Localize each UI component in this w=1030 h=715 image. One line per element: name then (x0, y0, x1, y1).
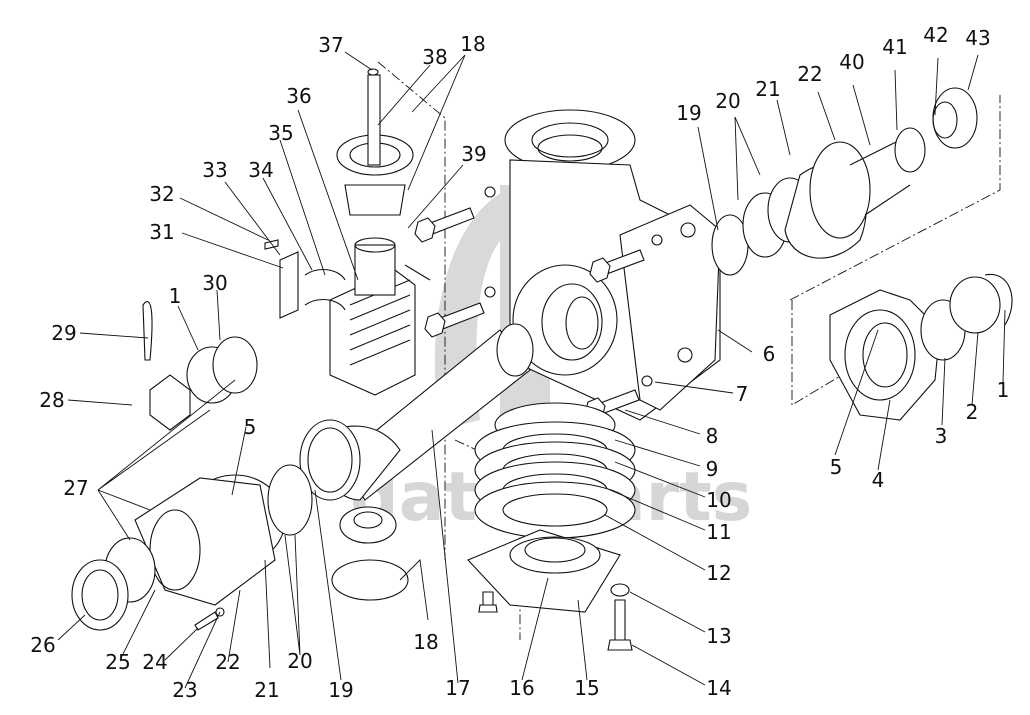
part-label-6: 6 (762, 342, 776, 366)
part-label-37: 37 (318, 33, 344, 57)
part-label-36: 36 (286, 84, 312, 108)
part-label-23: 23 (172, 678, 198, 702)
part-label-11: 11 (706, 520, 732, 544)
bracket-parts (264, 239, 346, 319)
part-label-19: 19 (328, 678, 354, 702)
part-label-40: 40 (839, 50, 865, 74)
part-label-15: 15 (574, 676, 600, 700)
part-label-16: 16 (509, 676, 535, 700)
part-label-9: 9 (705, 457, 719, 481)
part-label-43: 43 (965, 26, 991, 50)
part-label-29: 29 (51, 321, 77, 345)
part-label-18: 18 (460, 32, 486, 56)
leader-lines (57, 51, 1006, 689)
part-label-21: 21 (755, 77, 781, 101)
part-label-34: 34 (248, 158, 274, 182)
part-label-38: 38 (422, 45, 448, 69)
left-bearing-cluster (71, 301, 409, 631)
part-label-30: 30 (202, 271, 228, 295)
part-label-19: 19 (676, 101, 702, 125)
part-label-25: 25 (105, 650, 131, 674)
part-label-1: 1 (996, 378, 1010, 402)
bottom-gaskets (467, 402, 636, 651)
part-label-20: 20 (287, 649, 313, 673)
right-cover-assembly (829, 273, 1013, 421)
part-label-5: 5 (829, 455, 843, 479)
part-label-13: 13 (706, 624, 732, 648)
part-label-26: 26 (30, 633, 56, 657)
part-label-35: 35 (268, 121, 294, 145)
part-label-1: 1 (168, 284, 182, 308)
part-label-32: 32 (149, 182, 175, 206)
part-label-18: 18 (413, 630, 439, 654)
part-label-33: 33 (202, 158, 228, 182)
part-label-20: 20 (715, 89, 741, 113)
part-label-22: 22 (215, 650, 241, 674)
part-label-28: 28 (39, 388, 65, 412)
part-label-4: 4 (871, 468, 885, 492)
part-label-10: 10 (706, 488, 732, 512)
part-label-8: 8 (705, 424, 719, 448)
gearbox-housing (484, 109, 721, 421)
part-label-3: 3 (934, 424, 948, 448)
left-shaft (299, 323, 534, 501)
part-label-31: 31 (149, 220, 175, 244)
part-label-14: 14 (706, 676, 732, 700)
part-label-42: 42 (923, 23, 949, 47)
part-label-24: 24 (142, 650, 168, 674)
part-label-7: 7 (735, 382, 749, 406)
part-label-27: 27 (63, 476, 89, 500)
part-label-41: 41 (882, 35, 908, 59)
part-label-22: 22 (797, 62, 823, 86)
part-label-17: 17 (445, 676, 471, 700)
part-label-2: 2 (965, 400, 979, 424)
right-shaft-assembly (711, 87, 978, 276)
part-label-21: 21 (254, 678, 280, 702)
part-label-5: 5 (243, 415, 257, 439)
worm-block (329, 68, 431, 396)
part-label-39: 39 (461, 142, 487, 166)
part-label-12: 12 (706, 561, 732, 585)
